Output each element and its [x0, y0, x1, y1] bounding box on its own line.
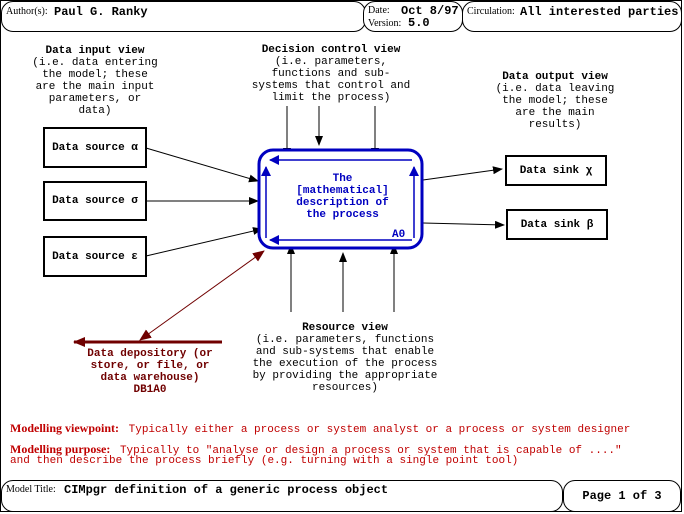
- desc-line: and sub-systems that enable: [255, 346, 435, 358]
- arrow-source-alpha: [145, 147, 259, 183]
- depository-line: data warehouse): [100, 372, 200, 384]
- page-indicator-box: Page 1 of 3: [563, 480, 681, 512]
- process-description[interactable]: The [mathematical] description of the pr…: [275, 173, 410, 221]
- arrow-source-epsilon: [145, 227, 263, 257]
- data-depository[interactable]: Data depository (or store, or file, or d…: [70, 348, 230, 396]
- depository-line: store, or file, or: [90, 360, 210, 372]
- model-title-box: Model Title: CIMpgr definition of a gene…: [1, 480, 563, 512]
- model-title-label: Model Title:: [6, 484, 56, 495]
- circulation-label: Circulation:: [467, 6, 515, 17]
- desc-line: are the main: [515, 107, 595, 119]
- process-line: [mathematical]: [296, 185, 389, 197]
- version-value: 5.0: [408, 16, 430, 30]
- process-line: the process: [306, 209, 379, 221]
- desc-line: (i.e. data entering: [32, 57, 158, 69]
- desc-line: systems that control and: [251, 80, 411, 92]
- circulation-box: Circulation: All interested parties: [462, 1, 682, 32]
- date-label: Date:: [368, 5, 390, 16]
- modelling-purpose-label: Modelling purpose:: [10, 442, 111, 456]
- arrow-sink-chi: [422, 166, 503, 181]
- process-line: description of: [296, 197, 389, 209]
- desc-line: (i.e. data leaving: [495, 83, 615, 95]
- desc-line: data): [78, 105, 112, 117]
- author-value: Paul G. Ranky: [54, 5, 148, 19]
- process-id: A0: [392, 229, 406, 241]
- modelling-purpose-text-1: Typically to "analyse or design a proces…: [119, 445, 622, 457]
- process-line: The: [332, 173, 353, 185]
- desc-line: (i.e. parameters, functions: [255, 334, 435, 346]
- desc-line: limit the process): [271, 92, 391, 104]
- desc-line: parameters, or: [48, 93, 142, 105]
- desc-line: the execution of the process: [252, 358, 438, 370]
- resource-view-title: Resource view: [302, 322, 388, 334]
- desc-line: functions and sub-: [271, 68, 391, 80]
- desc-line: (i.e. parameters,: [274, 56, 388, 68]
- author-label: Author(s):: [6, 6, 48, 17]
- resource-view: Resource view (i.e. parameters, function…: [240, 322, 450, 394]
- desc-line: by providing the appropriate: [252, 370, 438, 382]
- modelling-viewpoint-text: Typically either a process or system ana…: [128, 424, 631, 436]
- date-value: Oct 8/97: [401, 4, 459, 18]
- data-source-sigma[interactable]: Data source σ: [43, 181, 147, 221]
- modelling-viewpoint-label: Modelling viewpoint:: [10, 421, 120, 435]
- data-source-alpha[interactable]: Data source α: [43, 127, 147, 168]
- modelling-purpose-text-2: and then describe the process briefly (e…: [10, 455, 519, 467]
- circulation-value: All interested parties: [520, 5, 679, 19]
- desc-line: are the main input: [35, 81, 155, 93]
- data-sink-beta[interactable]: Data sink β: [506, 209, 608, 240]
- decision-control-view-title: Decision control view: [261, 44, 401, 56]
- arrow-sink-beta: [422, 220, 505, 229]
- data-sink-chi[interactable]: Data sink χ: [505, 155, 607, 186]
- data-output-view: Data output view (i.e. data leaving the …: [480, 71, 630, 131]
- desc-line: the model; these: [42, 69, 148, 81]
- data-source-epsilon[interactable]: Data source ε: [43, 236, 147, 277]
- decision-control-view: Decision control view (i.e. parameters, …: [236, 44, 426, 104]
- process-box-border: [257, 148, 424, 250]
- depository-line: Data depository (or: [87, 348, 213, 360]
- desc-line: the model; these: [502, 95, 608, 107]
- data-input-view-title: Data input view: [45, 45, 145, 57]
- author-box: Author(s): Paul G. Ranky: [1, 1, 366, 32]
- modelling-purpose: Modelling purpose: Typically to "analyse…: [10, 440, 622, 458]
- data-output-view-title: Data output view: [502, 71, 608, 83]
- desc-line: results): [528, 119, 582, 131]
- version-label: Version:: [368, 18, 402, 29]
- depository-id: DB1A0: [133, 384, 167, 396]
- arrow-depository-link: [139, 250, 265, 341]
- page-indicator: Page 1 of 3: [582, 489, 662, 503]
- model-title-value: CIMpgr definition of a generic process o…: [64, 483, 389, 497]
- modelling-viewpoint: Modelling viewpoint: Typically either a …: [10, 419, 630, 437]
- data-input-view: Data input view (i.e. data entering the …: [20, 45, 170, 117]
- desc-line: resources): [311, 382, 378, 394]
